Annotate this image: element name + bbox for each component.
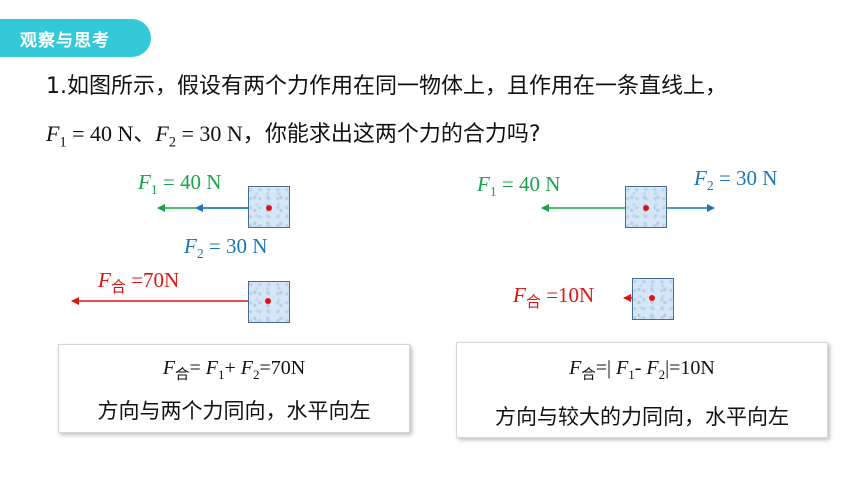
right-block-bottom (632, 278, 674, 320)
badge-label: 观察与思考 (20, 30, 110, 51)
right-result-label: F合 =10N (513, 283, 595, 312)
right-f2-label: F2 = 30 N (694, 166, 778, 194)
right-conclusion: 方向与较大的力同向，水平向左 (495, 405, 789, 429)
left-result-panel: F合= F1+ F2=70N 方向与两个力同向，水平向左 (58, 344, 410, 433)
right-formula: F合=| F1- F2|=10N (569, 357, 715, 383)
right-point-top (643, 205, 649, 211)
section-badge: 观察与思考 (0, 19, 151, 57)
question-line-2: F1 = 40 N、F2 = 30 N，你能求出这两个力的合力吗? (46, 121, 541, 151)
right-f1-label: F1 = 40 N (477, 172, 561, 200)
left-f2-label: F2 = 30 N (184, 234, 268, 262)
left-f1-label: F1 = 40 N (138, 170, 222, 198)
left-result-label: F合 =70N (98, 268, 180, 297)
left-formula: F合= F1+ F2=70N (162, 357, 306, 383)
left-block-top (248, 186, 290, 228)
left-conclusion: 方向与两个力同向，水平向左 (97, 399, 371, 423)
left-point-bottom (265, 298, 271, 304)
question-line-1: 1.如图所示，假设有两个力作用在同一物体上，且作用在一条直线上， (46, 74, 727, 99)
right-result-panel: F合=| F1- F2|=10N 方向与较大的力同向，水平向左 (456, 342, 828, 438)
left-block-bottom (248, 281, 290, 323)
right-point-bottom (649, 295, 655, 301)
left-point-top (266, 205, 272, 211)
